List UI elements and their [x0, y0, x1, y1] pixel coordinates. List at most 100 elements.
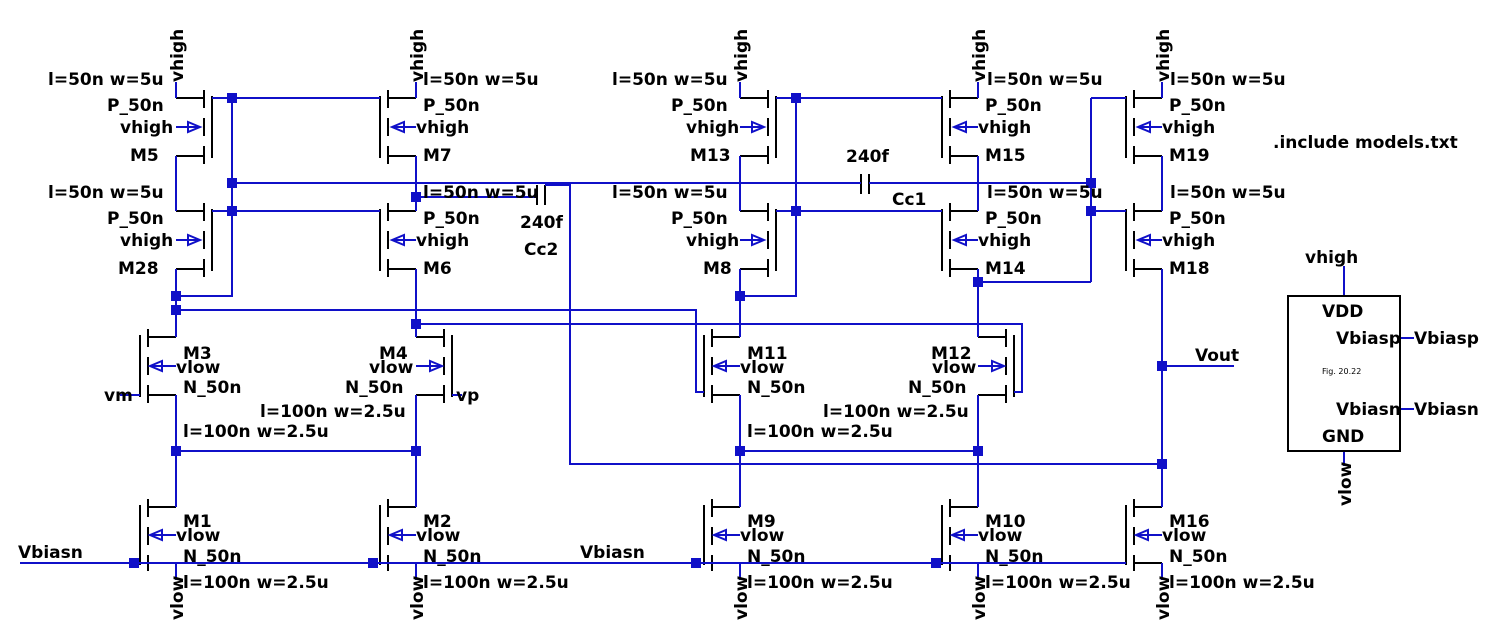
bulk-label: vhigh	[1162, 118, 1215, 138]
nmos-param: l=100n w=2.5u	[260, 402, 406, 422]
device-name: M3	[183, 344, 212, 364]
bulk-label: vhigh	[416, 231, 469, 251]
supply-label-vlow: vlow	[970, 575, 990, 620]
bulk-label: vhigh	[686, 118, 739, 138]
bulk-label: vhigh	[416, 118, 469, 138]
cap-value: 240f	[520, 213, 563, 233]
bias-pin-vbiasp: Vbiasp	[1336, 329, 1401, 349]
supply-label-vhigh: vhigh	[970, 29, 990, 82]
nmos-param: l=100n w=2.5u	[183, 422, 329, 442]
bias-block	[1287, 295, 1401, 452]
nmos-model: N_50n	[423, 547, 482, 567]
nmos-model: N_50n	[747, 547, 806, 567]
bias-block-vlow: vlow	[1336, 461, 1356, 506]
device-name: M8	[703, 259, 732, 279]
net-label-vbiasn: Vbiasn	[580, 543, 645, 563]
bias-pin-vbiasn: Vbiasn	[1336, 400, 1401, 420]
pmos-model: P_50n	[985, 209, 1042, 229]
nmos-model: N_50n	[183, 378, 242, 398]
bulk-label: vhigh	[120, 118, 173, 138]
supply-label-vhigh: vhigh	[732, 29, 752, 82]
pmos-param: l=50n w=5u	[1170, 183, 1286, 203]
device-name: M9	[747, 512, 776, 532]
device-name: M14	[985, 259, 1026, 279]
nmos-model: N_50n	[985, 547, 1044, 567]
bulk-label: vlow	[369, 358, 414, 378]
pmos-model: P_50n	[423, 96, 480, 116]
device-name: M4	[379, 344, 408, 364]
device-name: M1	[183, 512, 212, 532]
nmos-param: l=100n w=2.5u	[423, 573, 569, 593]
bulk-label: vhigh	[686, 231, 739, 251]
supply-label-vlow: vlow	[1154, 575, 1174, 620]
pmos-model: P_50n	[107, 209, 164, 229]
pmos-model: P_50n	[1169, 209, 1226, 229]
wires	[20, 82, 1414, 580]
capacitor-cc1	[860, 174, 870, 194]
nmos-param: l=100n w=2.5u	[747, 422, 893, 442]
bias-pin-gnd: GND	[1322, 427, 1364, 447]
device-name: M10	[985, 512, 1026, 532]
pmos-model: P_50n	[671, 96, 728, 116]
junctions	[129, 93, 1167, 568]
device-name: M2	[423, 512, 452, 532]
nmos-param: l=100n w=2.5u	[985, 573, 1131, 593]
net-label-vp: vp	[456, 386, 479, 406]
bulk-label: vlow	[176, 526, 221, 546]
pmos-param: l=50n w=5u	[987, 183, 1103, 203]
pmos-param: l=50n w=5u	[48, 183, 164, 203]
nmos-model: N_50n	[1169, 547, 1228, 567]
device-name: M11	[747, 344, 788, 364]
nmos-model: N_50n	[183, 547, 242, 567]
nmos-param: l=100n w=2.5u	[747, 573, 893, 593]
device-name: M12	[931, 344, 972, 364]
pmos-param: l=50n w=5u	[987, 70, 1103, 90]
supply-label-vhigh: vhigh	[1154, 29, 1174, 82]
bulk-label: vlow	[740, 358, 785, 378]
supply-label-vlow: vlow	[732, 575, 752, 620]
cap-name: Cc2	[524, 240, 558, 260]
spice-directive: .include models.txt	[1273, 133, 1458, 153]
device-name: M5	[130, 146, 159, 166]
net-label-vbiasn: Vbiasn	[18, 543, 83, 563]
pmos-model: P_50n	[671, 209, 728, 229]
pmos-param: l=50n w=5u	[1170, 70, 1286, 90]
cap-name: Cc1	[892, 190, 926, 210]
device-name: M13	[690, 146, 731, 166]
bulk-label: vlow	[978, 526, 1023, 546]
pmos-model: P_50n	[107, 96, 164, 116]
device-name: M15	[985, 146, 1026, 166]
nmos-param: l=100n w=2.5u	[1169, 573, 1315, 593]
bias-caption: Fig. 20.22	[1322, 367, 1361, 376]
net-label-vout: Vout	[1195, 346, 1239, 366]
pmos-param: l=50n w=5u	[612, 183, 728, 203]
nmos-model: N_50n	[345, 378, 404, 398]
pmos-param: l=50n w=5u	[48, 70, 164, 90]
supply-label-vhigh: vhigh	[168, 29, 188, 82]
pmos-model: P_50n	[423, 209, 480, 229]
pmos-model: P_50n	[985, 96, 1042, 116]
device-name: M28	[118, 259, 159, 279]
supply-label-vhigh: vhigh	[408, 29, 428, 82]
nmos-param: l=100n w=2.5u	[183, 573, 329, 593]
bias-net-vbiasp: Vbiasp	[1414, 329, 1479, 349]
pmos-param: l=50n w=5u	[423, 183, 539, 203]
net-label-vm: vm	[104, 386, 133, 406]
bulk-label: vlow	[932, 358, 977, 378]
device-name: M6	[423, 259, 452, 279]
device-name: M19	[1169, 146, 1210, 166]
device-name: M18	[1169, 259, 1210, 279]
device-name: M7	[423, 146, 452, 166]
bulk-label: vlow	[740, 526, 785, 546]
bias-net-vbiasn: Vbiasn	[1414, 400, 1479, 420]
bulk-label: vhigh	[1162, 231, 1215, 251]
device-name: M16	[1169, 512, 1210, 532]
bias-pin-vdd: VDD	[1322, 302, 1363, 322]
pmos-param: l=50n w=5u	[423, 70, 539, 90]
pmos-param: l=50n w=5u	[612, 70, 728, 90]
bulk-label: vlow	[176, 358, 221, 378]
capacitor-cc2	[536, 185, 546, 205]
pmos-model: P_50n	[1169, 96, 1226, 116]
bulk-label: vlow	[416, 526, 461, 546]
